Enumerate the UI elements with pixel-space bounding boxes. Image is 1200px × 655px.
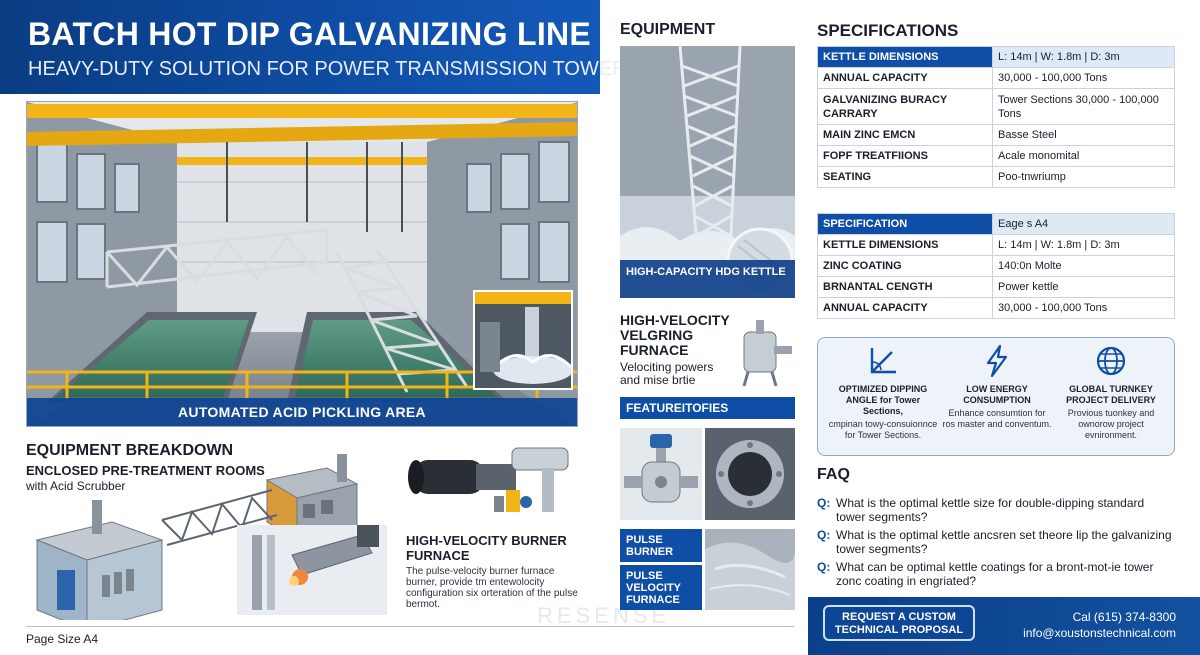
spec-table-2: SPECIFICATION Eage s A4 KETTLE DIMENSION…: [817, 213, 1175, 319]
spec-row: ZINC COATING 140:0n Molte: [817, 255, 1175, 277]
spec-row: GALVANIZING BURACY CARRARY Tower Section…: [817, 88, 1175, 125]
galvanized-surface-image: [705, 529, 795, 610]
spec-row: ANNUAL CAPACITY 30,000 - 100,000 Tons: [817, 67, 1175, 89]
faq-question: What can be optimal kettle coatings for …: [836, 560, 1154, 588]
features-bar: FEATUREITOFIES: [620, 397, 795, 419]
kettle-photo: HIGH-CAPACITY HDG KETTLE: [620, 46, 795, 298]
spec-value: Tower Sections 30,000 - 100,000 Tons: [992, 88, 1175, 125]
kettle-caption: HIGH-CAPACITY HDG KETTLE: [620, 260, 795, 298]
valve-image: [620, 428, 702, 520]
footer-divider: [26, 626, 794, 627]
equipment-title: EQUIPMENT: [620, 21, 716, 38]
equipment-breakdown-title: EQUIPMENT BREAKDOWN: [26, 442, 234, 459]
acid-pickling-photo: AUTOMATED ACID PICKLING AREA: [26, 101, 578, 427]
feature-low-energy: LOW ENERGY CONSUMPTION Enhance consumtio…: [942, 344, 1052, 430]
page-subtitle: HEAVY-DUTY SOLUTION FOR POWER TRANSMISSI…: [28, 58, 640, 80]
header-banner: BATCH HOT DIP GALVANIZING LINE HEAVY-DUT…: [0, 0, 640, 94]
spec-row: FOPF TREATFIIONS Acale monomital: [817, 145, 1175, 167]
spec-value: Acale monomital: [992, 145, 1175, 167]
furnace-vessel-icon: [742, 320, 792, 387]
spec-value: 30,000 - 100,000 Tons: [992, 297, 1175, 319]
spec-value: Basse Steel: [992, 124, 1175, 146]
burner-furnace-description: The pulse-velocity burner furnace burner…: [406, 566, 578, 610]
spec-value: Eage s A4: [992, 213, 1175, 235]
spec-row: SEATING Poo-tnwriump: [817, 166, 1175, 188]
spec-row: ANNUAL CAPACITY 30,000 - 100,000 Tons: [817, 297, 1175, 319]
feature-global-turnkey: GLOBAL TURNKEY PROJECT DELIVERY Provious…: [1056, 344, 1166, 441]
lightning-icon: [986, 344, 1008, 378]
faq-item[interactable]: Q: What is the optimal kettle size for d…: [817, 496, 1177, 526]
spec-key: GALVANIZING BURACY CARRARY: [817, 88, 993, 125]
spec-key: SPECIFICATION: [817, 213, 993, 235]
pretreatment-room-illustration: [35, 454, 387, 620]
spec-key: FOPF TREATFIIONS: [817, 145, 993, 167]
spec-key: ANNUAL CAPACITY: [817, 67, 993, 89]
hv-furnace-description: Velociting powers and mise brtie: [620, 360, 714, 387]
valve-illustration: [624, 434, 698, 503]
spec-key: SEATING: [817, 166, 993, 188]
faq-q-marker: Q:: [817, 496, 831, 510]
angle-icon: [870, 348, 896, 374]
feature-title: GLOBAL TURNKEY PROJECT DELIVERY: [1066, 384, 1156, 405]
faq-item[interactable]: Q: What can be optimal kettle coatings f…: [817, 560, 1177, 590]
spec-key: ANNUAL CAPACITY: [817, 297, 993, 319]
feature-description: Enhance consumtion for ros master and co…: [942, 408, 1052, 429]
dipping-splash-illustration: [475, 292, 571, 388]
features-panel: OPTIMIZED DIPPING ANGLE for Tower Sectio…: [817, 337, 1175, 456]
spec-row: MAIN ZINC EMCN Basse Steel: [817, 124, 1175, 146]
spec-value: Power kettle: [992, 276, 1175, 298]
spec-key: MAIN ZINC EMCN: [817, 124, 993, 146]
spec-value: L: 14m | W: 1.8m | D: 3m: [992, 46, 1175, 68]
spec-row: KETTLE DIMENSIONS L: 14m | W: 1.8m | D: …: [817, 234, 1175, 256]
photo-caption: AUTOMATED ACID PICKLING AREA: [27, 398, 577, 426]
faq-q-marker: Q:: [817, 560, 831, 574]
pulse-burner-label: PULSE BURNER: [620, 529, 702, 562]
request-proposal-button[interactable]: REQUEST A CUSTOM TECHNICAL PROPOSAL: [823, 605, 975, 641]
feature-title: OPTIMIZED DIPPING ANGLE for Tower Sectio…: [838, 384, 928, 416]
spec-key: KETTLE DIMENSIONS: [817, 234, 993, 256]
burner-furnace-title: HIGH-VELOCITY BURNER FURNACE: [406, 533, 567, 563]
feature-description: Provious tuonkey and ownorow project evn…: [1067, 408, 1155, 440]
spec-value: 30,000 - 100,000 Tons: [992, 67, 1175, 89]
spec-value: 140:0n Molte: [992, 255, 1175, 277]
equipment-breakdown-subtitle: ENCLOSED PRE-TREATMENT ROOMS: [26, 463, 265, 478]
page-size-label: Page Size A4: [26, 632, 99, 646]
spec-key: BRNANTAL CENGTH: [817, 276, 993, 298]
cta-footer: REQUEST A CUSTOM TECHNICAL PROPOSAL Cal …: [808, 597, 1200, 655]
faq-title: FAQ: [817, 466, 850, 483]
feature-description: cmpinan towy-consuionnce for Tower Secti…: [828, 419, 938, 440]
burner-furnace-illustration: [408, 447, 569, 512]
globe-icon: [1096, 346, 1126, 376]
equipment-breakdown-subtitle-2: with Acid Scrubber: [26, 479, 126, 493]
spec-value: Poo-tnwriump: [992, 166, 1175, 188]
flange-illustration: [705, 428, 795, 520]
feature-dipping-angle: OPTIMIZED DIPPING ANGLE for Tower Sectio…: [828, 344, 938, 441]
specifications-title: SPECIFICATIONS: [817, 21, 959, 40]
hv-furnace-title: HIGH-VELOCITY VELGRING FURNACE: [620, 312, 730, 358]
inset-photo-dipping: [473, 290, 573, 390]
spec-value: L: 14m | W: 1.8m | D: 3m: [992, 234, 1175, 256]
faq-item[interactable]: Q: What is the optimal kettle ancsren se…: [817, 528, 1177, 558]
contact-phone[interactable]: Cal (615) 374-8300: [1072, 610, 1176, 624]
faq-q-marker: Q:: [817, 528, 831, 542]
spec-row: BRNANTAL CENGTH Power kettle: [817, 276, 1175, 298]
spec-row: SPECIFICATION Eage s A4: [817, 213, 1175, 235]
feature-title: LOW ENERGY CONSUMPTION: [963, 384, 1031, 405]
spec-key: KETTLE DIMENSIONS: [817, 46, 993, 68]
spec-row: KETTLE DIMENSIONS L: 14m | W: 1.8m | D: …: [817, 46, 1175, 68]
spec-key: ZINC COATING: [817, 255, 993, 277]
contact-email[interactable]: info@xoustonstechnical.com: [1023, 626, 1176, 640]
pulse-velocity-label: PULSE VELOCITY FURNACE: [620, 565, 702, 610]
faq-question: What is the optimal kettle size for doub…: [836, 496, 1145, 524]
page-title: BATCH HOT DIP GALVANIZING LINE: [28, 16, 592, 52]
faq-question: What is the optimal kettle ancsren set t…: [836, 528, 1172, 556]
pipe-flange-image: [705, 428, 795, 520]
spec-table-1: KETTLE DIMENSIONS L: 14m | W: 1.8m | D: …: [817, 46, 1175, 188]
zinc-surface-illustration: [705, 529, 795, 610]
